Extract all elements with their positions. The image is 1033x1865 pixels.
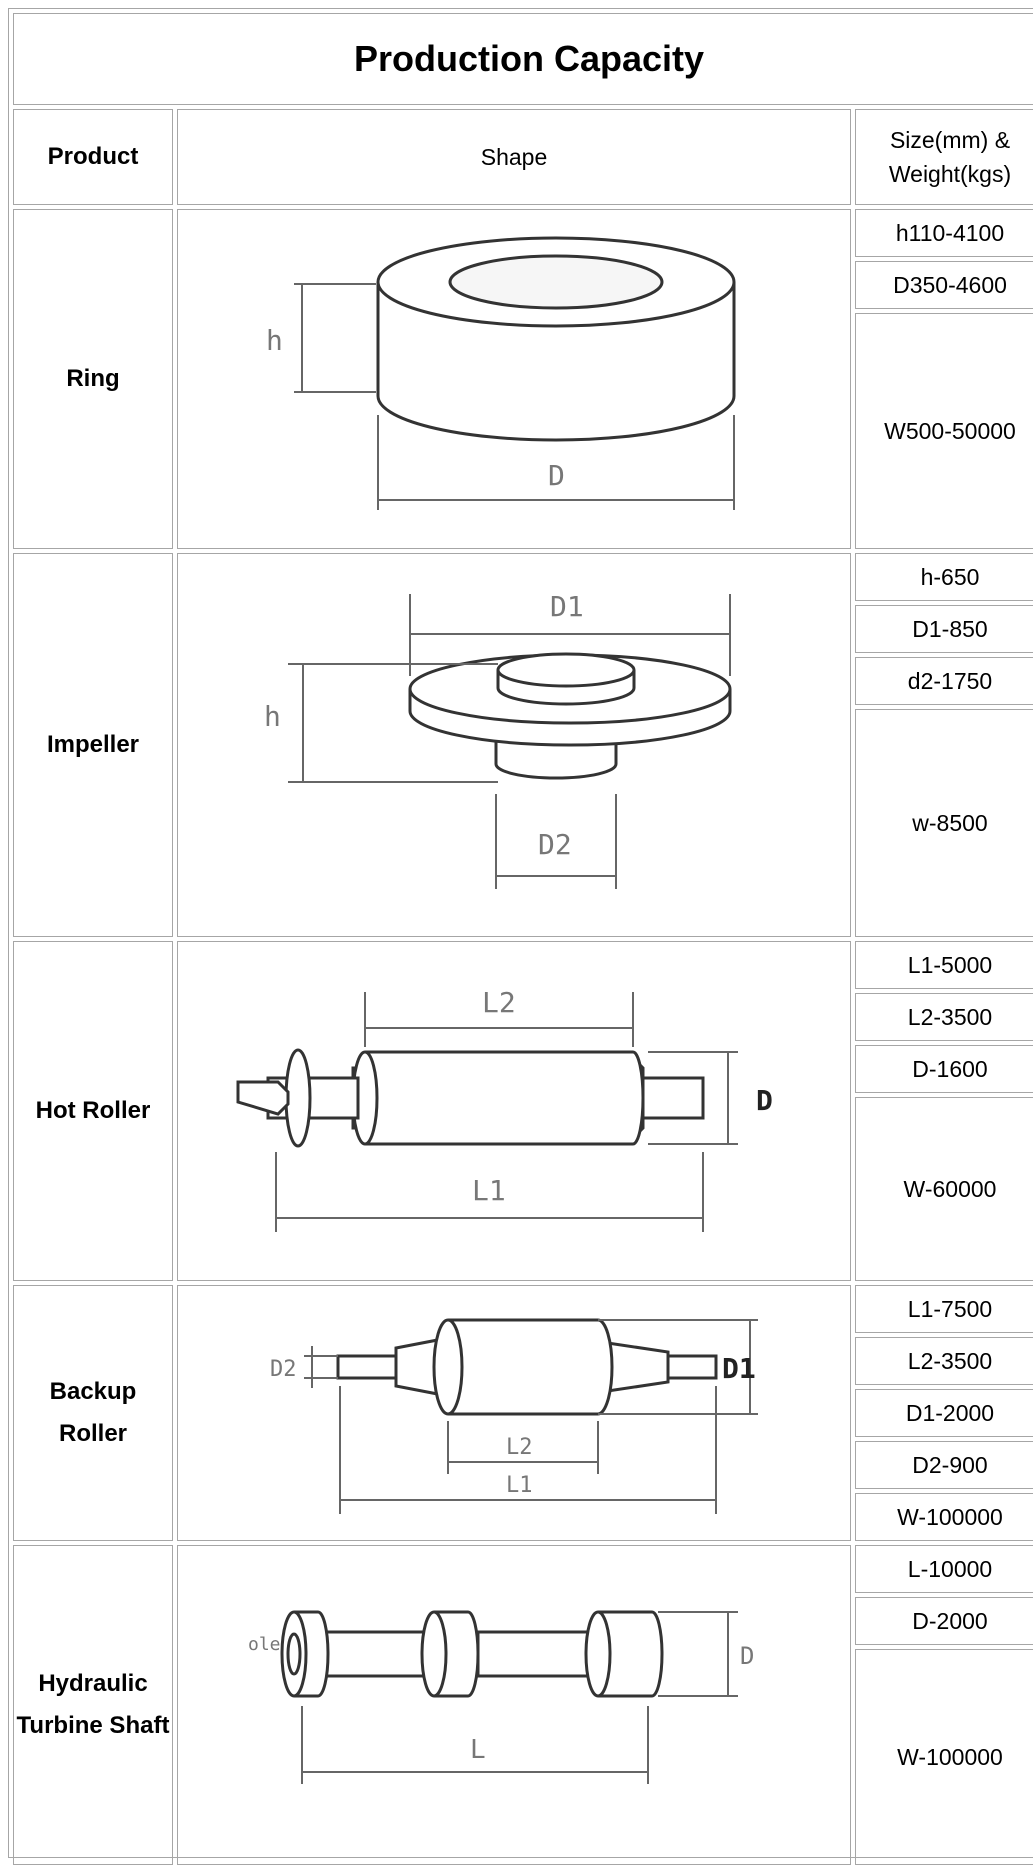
backup-roller-label-L2: L2	[506, 1435, 533, 1460]
production-capacity-table: Production Capacity Product Shape Size(m…	[8, 8, 1033, 1865]
backup-roller-spec-D2: D2-900	[855, 1441, 1033, 1489]
header-product: Product	[13, 109, 173, 205]
turbine-shaft-drawing: ole D L	[248, 1610, 754, 1784]
turbine-shaft-drawing-cell: ole D L	[177, 1545, 851, 1865]
turbine-shaft-label-L: L	[470, 1735, 486, 1765]
ring-spec-D: D350-4600	[855, 261, 1033, 309]
product-name-impeller: Impeller	[13, 553, 173, 937]
impeller-spec-h: h-650	[855, 553, 1033, 601]
ring-label-D: D	[548, 459, 565, 492]
impeller-drawing: D1 h D2	[264, 590, 732, 889]
backup-roller-drawing-cell: D2 D1 L2 L1	[177, 1285, 851, 1541]
ring-drawing: h D	[266, 236, 736, 510]
backup-roller-drawing: D2 D1 L2 L1	[270, 1318, 758, 1514]
product-name-hydraulic-turbine-shaft: Hydraulic Turbine Shaft	[13, 1545, 173, 1865]
product-name-hot-roller: Hot Roller	[13, 941, 173, 1281]
impeller-spec-w: w-8500	[855, 709, 1033, 937]
impeller-drawing-cell: D1 h D2	[177, 553, 851, 937]
backup-roller-label-D2: D2	[270, 1357, 297, 1382]
hot-roller-spec-D: D-1600	[855, 1045, 1033, 1093]
impeller-spec-D1: D1-850	[855, 605, 1033, 653]
hot-roller-spec-W: W-60000	[855, 1097, 1033, 1281]
backup-roller-spec-D1: D1-2000	[855, 1389, 1033, 1437]
table-title: Production Capacity	[13, 13, 1033, 105]
impeller-spec-d2: d2-1750	[855, 657, 1033, 705]
turbine-shaft-spec-W: W-100000	[855, 1649, 1033, 1865]
ring-drawing-cell: h D	[177, 209, 851, 549]
ring-label-h: h	[266, 324, 283, 357]
hot-roller-drawing-cell: L2 D L1	[177, 941, 851, 1281]
turbine-shaft-spec-L: L-10000	[855, 1545, 1033, 1593]
impeller-label-D1: D1	[550, 590, 584, 623]
hot-roller-label-D: D	[756, 1084, 773, 1117]
backup-roller-label-D1: D1	[722, 1352, 756, 1385]
backup-roller-spec-W: W-100000	[855, 1493, 1033, 1541]
header-shape: Shape	[177, 109, 851, 205]
impeller-label-D2: D2	[538, 828, 572, 861]
ring-spec-W: W500-50000	[855, 313, 1033, 549]
hot-roller-spec-L1: L1-5000	[855, 941, 1033, 989]
impeller-label-h: h	[264, 700, 281, 733]
product-name-ring: Ring	[13, 209, 173, 549]
product-name-backup-roller: Backup Roller	[13, 1285, 173, 1541]
hot-roller-drawing: L2 D L1	[236, 986, 773, 1232]
ring-spec-h: h110-4100	[855, 209, 1033, 257]
hot-roller-label-L2: L2	[482, 986, 516, 1019]
turbine-shaft-label-ole: ole	[248, 1634, 281, 1655]
backup-roller-label-L1: L1	[506, 1473, 533, 1498]
backup-roller-spec-L2: L2-3500	[855, 1337, 1033, 1385]
hot-roller-spec-L2: L2-3500	[855, 993, 1033, 1041]
header-size-weight: Size(mm) & Weight(kgs)	[855, 109, 1033, 205]
hot-roller-label-L1: L1	[472, 1174, 506, 1207]
turbine-shaft-spec-D: D-2000	[855, 1597, 1033, 1645]
backup-roller-spec-L1: L1-7500	[855, 1285, 1033, 1333]
turbine-shaft-label-D: D	[740, 1642, 754, 1670]
